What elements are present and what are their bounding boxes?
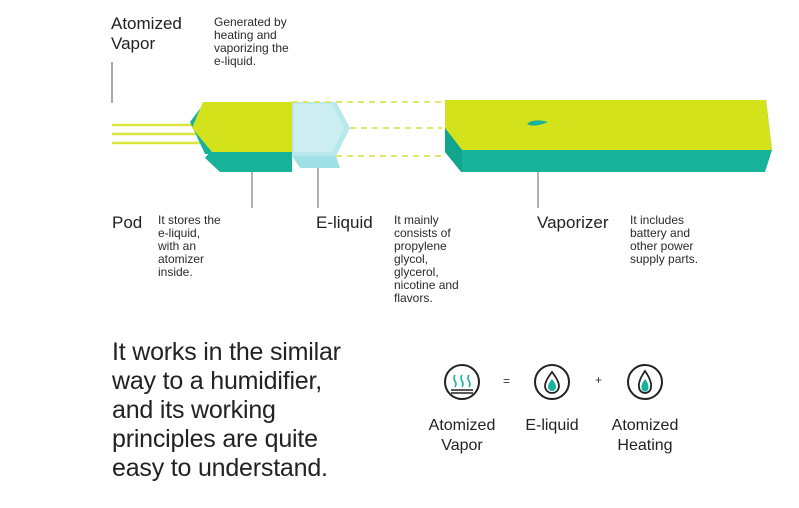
summary-line: way to a humidifier,	[112, 367, 322, 395]
atomized-vapor-title-line1: Atomized	[111, 14, 182, 33]
vaporizer-desc: It includes battery and other power supp…	[630, 214, 698, 266]
eq-label-line: Heating	[617, 437, 673, 454]
desc-line: It mainly	[394, 213, 439, 227]
eq-label-line: E-liquid	[525, 417, 579, 434]
vaporizer-shape	[445, 100, 772, 172]
desc-line: heating and	[214, 28, 277, 42]
eq-label-line: Atomized	[611, 417, 679, 434]
desc-line: flavors.	[394, 291, 433, 305]
desc-line: inside.	[158, 265, 193, 279]
e-liquid-title: E-liquid	[316, 213, 373, 232]
equals-sign: =	[503, 374, 511, 388]
desc-line: other power	[630, 239, 694, 253]
pod-title: Pod	[112, 213, 143, 232]
desc-line: Generated by	[214, 15, 287, 29]
desc-line: consists of	[394, 226, 451, 240]
e-liquid-shape	[292, 102, 350, 168]
summary-line: easy to understand.	[112, 454, 328, 482]
summary-line: principles are quite	[112, 425, 318, 453]
desc-line: vaporizing the	[214, 41, 289, 55]
vapor-lines	[112, 123, 200, 145]
eq-label-line: Vapor	[441, 437, 483, 454]
summary-line: It works in the similar	[112, 338, 341, 366]
atomized-vapor-title: Atomized Vapor	[111, 14, 182, 54]
droplet-icon	[534, 364, 570, 400]
desc-line: supply parts.	[630, 252, 699, 266]
desc-line: glycol,	[394, 252, 429, 266]
plus-sign: +	[595, 373, 603, 387]
pod-desc: It stores the e-liquid, with an atomizer…	[158, 214, 221, 279]
desc-line: glycerol,	[394, 265, 439, 279]
atomized-vapor-desc: Generated by heating and vaporizing the …	[214, 16, 289, 68]
desc-line: It includes	[630, 213, 685, 227]
desc-line: e-liquid.	[214, 54, 257, 68]
desc-line: It stores the	[158, 213, 221, 227]
vaporizer-title: Vaporizer	[537, 213, 609, 232]
desc-line: nicotine and	[394, 278, 459, 292]
desc-line: propylene	[394, 239, 447, 253]
eq-label-line: Atomized	[428, 417, 496, 434]
e-liquid-desc: It mainly consists of propylene glycol, …	[394, 214, 459, 305]
pod-shape	[190, 102, 292, 172]
flame-icon	[627, 364, 663, 400]
vapor-icon	[444, 364, 480, 400]
equation-label-atomized-heating: Atomized Heating	[596, 416, 694, 456]
desc-line: e-liquid,	[158, 226, 201, 240]
desc-line: atomizer	[158, 252, 205, 266]
equation-label-atomized-vapor: Atomized Vapor	[412, 416, 512, 456]
desc-line: battery and	[630, 226, 691, 240]
desc-line: with an	[158, 239, 197, 253]
atomized-vapor-title-line2: Vapor	[111, 34, 156, 53]
dashed-connectors	[292, 101, 442, 157]
summary-text: It works in the similar way to a humidif…	[112, 338, 341, 483]
equation-label-e-liquid: E-liquid	[508, 416, 596, 436]
summary-line: and its working	[112, 396, 276, 424]
